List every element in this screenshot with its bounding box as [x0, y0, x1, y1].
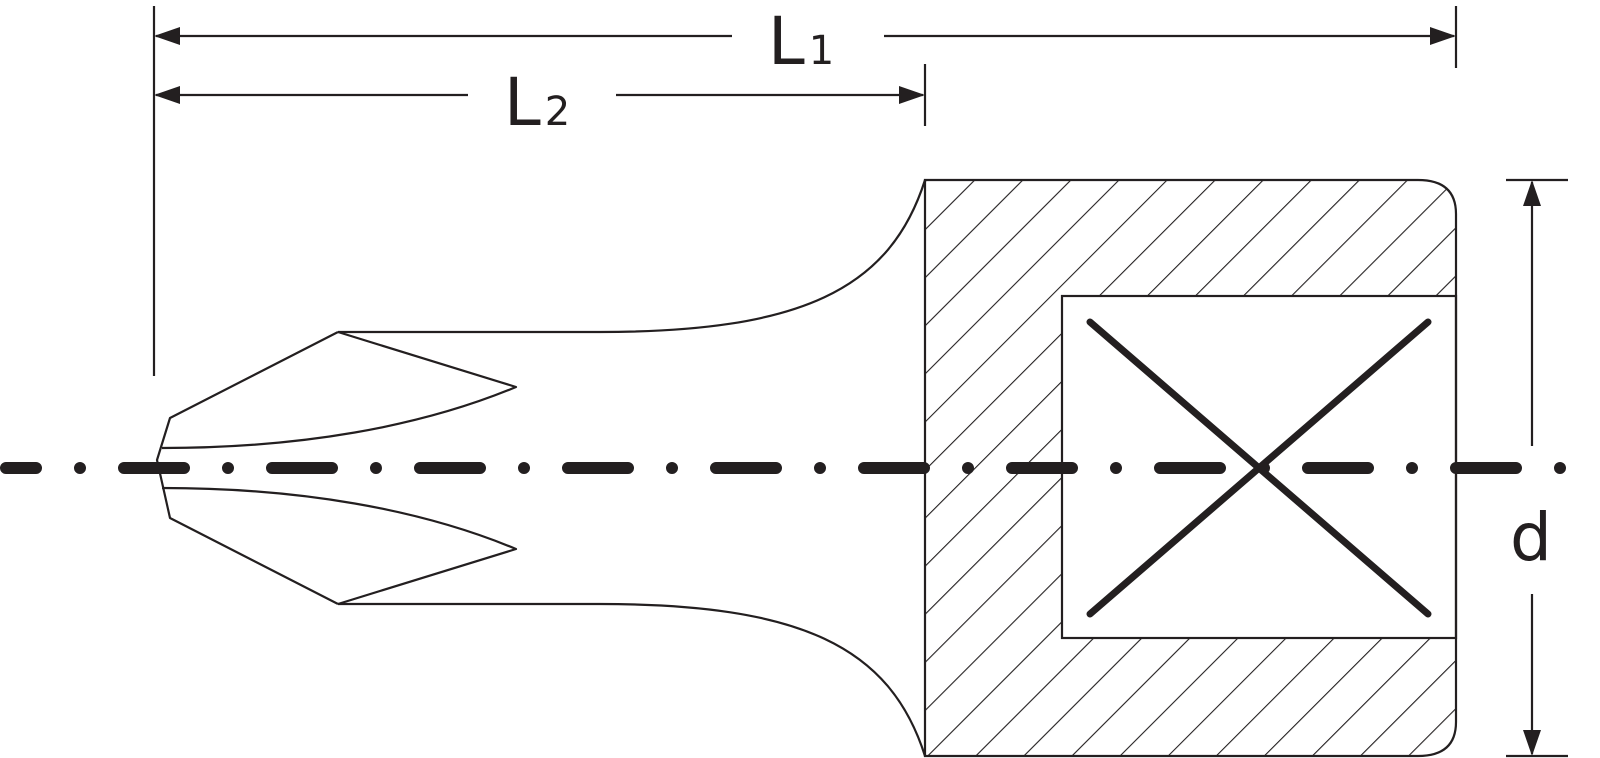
phillips-bit-profile [155, 179, 927, 757]
arrowhead-d-top [1523, 180, 1541, 206]
bit-tip-outer [155, 331, 339, 605]
arrowheads [154, 27, 1541, 756]
dimension-label-d: d [1510, 499, 1552, 576]
arrowhead-l1-right [1430, 27, 1456, 45]
arrowhead-l2-left [154, 86, 180, 104]
dimension-l1-sub: 1 [809, 28, 834, 74]
socket-outline [923, 178, 1458, 758]
dimension-l2-main: L [504, 64, 541, 141]
arrowhead-d-bottom [1523, 730, 1541, 756]
arrowhead-l2-right [899, 86, 925, 104]
dimension-l1-main: L [768, 3, 805, 80]
dimension-l2-sub: 2 [545, 89, 570, 135]
bit-shank-bottom [338, 602, 927, 757]
dimension-lines [152, 6, 1568, 758]
bit-flute-bottom [161, 486, 518, 606]
arrowhead-l1-left [154, 27, 180, 45]
bit-shank-top [338, 179, 927, 334]
bit-flute-top [161, 330, 518, 450]
